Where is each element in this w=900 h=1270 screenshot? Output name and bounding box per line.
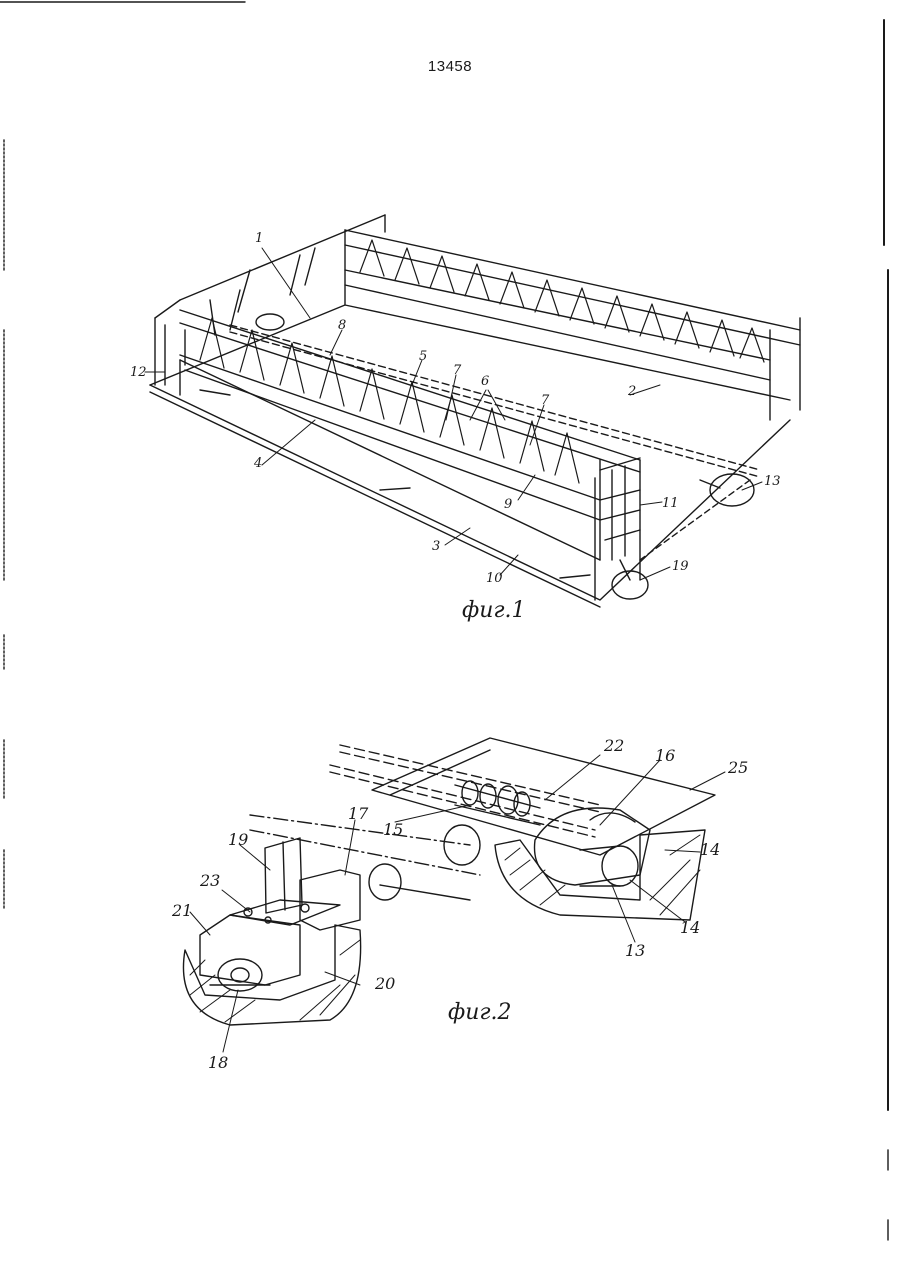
fig2-callout-21: 21: [172, 903, 192, 919]
fig2-callout-17: 17: [348, 806, 368, 822]
fig1-callout-1: 1: [255, 232, 263, 245]
fig1-callout-8: 8: [338, 319, 346, 332]
fig1-callout-12: 12: [130, 366, 147, 379]
page-edge-marks: [0, 2, 888, 1240]
fig1-callout-5: 5: [419, 350, 427, 363]
figure-2-caption: фиг.2: [448, 1000, 512, 1025]
fig1-callout-2: 2: [628, 385, 636, 398]
fig1-callout-6: 6: [481, 375, 489, 388]
fig2-callout-25: 25: [728, 760, 748, 776]
fig1-callout-9: 9: [504, 498, 512, 511]
fig2-callout-20: 20: [375, 976, 395, 992]
fig2-callout-13: 13: [625, 943, 645, 959]
fig2-callout-19: 19: [228, 832, 248, 848]
figure-2-drawing: [183, 738, 715, 1025]
fig2-callout-14b: 14: [680, 920, 700, 936]
fig2-callout-18: 18: [208, 1055, 228, 1071]
figure-1-caption: фиг.1: [462, 598, 526, 623]
fig1-callout-19: 19: [672, 560, 689, 573]
fig2-callout-15: 15: [383, 822, 403, 838]
fig1-callout-4: 4: [254, 457, 262, 470]
fig2-callout-23: 23: [200, 873, 220, 889]
fig2-callout-16: 16: [655, 748, 675, 764]
fig1-callout-11: 11: [662, 497, 679, 510]
fig1-callout-13: 13: [764, 475, 781, 488]
fig1-callout-7b: 7: [541, 394, 549, 407]
fig2-callout-14a: 14: [700, 842, 720, 858]
fig2-callout-22: 22: [604, 738, 624, 754]
fig1-callout-10: 10: [486, 572, 503, 585]
fig1-callout-7a: 7: [453, 364, 461, 377]
fig1-callout-3: 3: [432, 540, 440, 553]
